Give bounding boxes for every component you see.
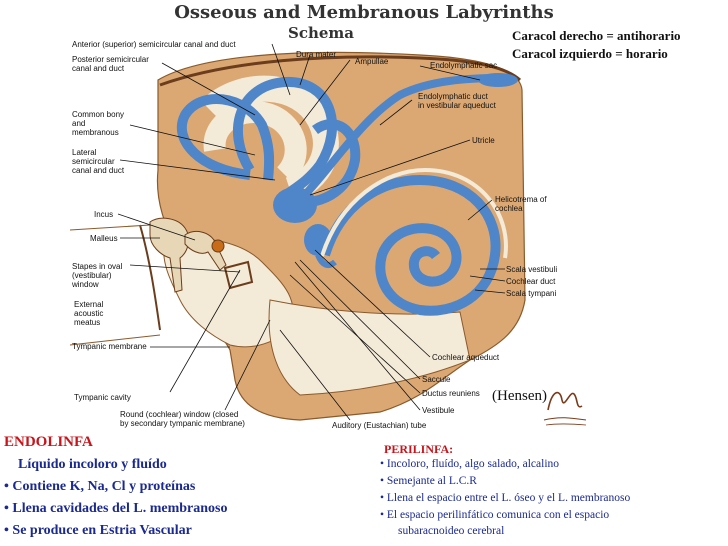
perilinfa-item: • Incoloro, fluído, algo salado, alcalin…: [380, 458, 560, 470]
label-dura-mater: Dura mater: [296, 50, 337, 59]
perilinfa-item: • Llena el espacio entre el L. óseo y el…: [380, 492, 631, 504]
incus-shape: [184, 231, 227, 271]
label-tympanic-cavity: Tympanic cavity: [74, 393, 131, 402]
label-incus: Incus: [94, 210, 114, 219]
perilinfa-title: PERILINFA:: [384, 442, 454, 456]
perilinfa-item: • Semejante al L.C.R: [380, 475, 477, 487]
endolinfa-title: ENDOLINFA: [4, 434, 93, 450]
artist-signature: [543, 391, 587, 426]
cochlear-duct-spiral: [320, 174, 501, 316]
external-meatus-outline: [69, 224, 161, 346]
endolymphatic-duct: [297, 74, 501, 203]
tympanic-cavity-region: [163, 237, 294, 348]
page-title: Osseous and Membranous Labyrinths: [174, 2, 554, 23]
label-auditory-tube: Auditory (Eustachian) tube: [332, 421, 427, 430]
label-hensen: (Hensen): [492, 388, 547, 404]
label-ductus-reuniens: Ductus reuniens: [422, 389, 480, 398]
note-left-cochlea: Caracol izquierdo = horario: [512, 46, 668, 61]
label-scala-vestibuli: Scala vestibuli: [506, 265, 558, 274]
ductus-reuniens: [315, 253, 337, 269]
page-subtitle: Schema: [288, 24, 355, 42]
label-external-meatus: External acoustic meatus: [74, 300, 104, 327]
note-right-cochlea: Caracol derecho = antihorario: [512, 28, 681, 43]
label-scala-tympani: Scala tympani: [506, 289, 557, 298]
bullet: •: [380, 475, 387, 487]
label-endolymphatic-duct: Endolymphatic duct in vestibular aqueduc…: [418, 92, 496, 110]
bullet: •: [380, 458, 387, 470]
endolinfa-item: • Llena cavidades del L. membranoso: [4, 501, 228, 516]
labyrinth-illustration: [69, 43, 526, 421]
label-round-window: Round (cochlear) window (closed by secon…: [120, 410, 245, 428]
label-saccule: Saccule: [422, 375, 451, 384]
label-cochlear-duct: Cochlear duct: [506, 277, 556, 286]
endolinfa-item: • Se produce en Estria Vascular: [4, 523, 192, 538]
perilinfa-item-continuation: subaracnoideo cerebral: [398, 525, 505, 537]
label-anterior-canal: Anterior (superior) semicircular canal a…: [72, 40, 236, 49]
endolymphatic-sac: [478, 73, 518, 87]
label-ampullae: Ampullae: [355, 57, 389, 66]
bullet: •: [380, 492, 387, 504]
tympanic-membrane-line: [139, 224, 161, 331]
endolinfa-item: Líquido incoloro y fluído: [18, 457, 167, 472]
label-lateral-canal: Lateral semicircular canal and duct: [72, 148, 125, 175]
label-vestibule: Vestibule: [422, 406, 455, 415]
stapes-shape: [223, 260, 254, 290]
label-cochlear-aqueduct: Cochlear aqueduct: [432, 353, 500, 362]
utricle-shape: [273, 187, 317, 223]
perilinfa-item: • El espacio perilinfático comunica con …: [380, 509, 610, 521]
label-tympanic-membrane: Tympanic membrane: [72, 342, 147, 351]
label-helicotrema: Helicotrema of cochlea: [495, 195, 547, 213]
anterior-semicircular-duct: [232, 76, 338, 204]
malleus-shape: [149, 217, 190, 293]
label-malleus: Malleus: [90, 234, 118, 243]
label-endolymphatic-sac: Endolymphatic sac: [430, 61, 498, 70]
endolinfa-item: • Contiene K, Na, Cl y proteínas: [4, 479, 196, 494]
bullet: •: [380, 509, 387, 521]
dura-mater-band: [159, 55, 522, 87]
label-posterior-canal: Posterior semicircular canal and duct: [72, 55, 149, 73]
leader-lines: [117, 43, 506, 421]
posterior-semicircular-duct: [176, 94, 275, 181]
round-window-dot: [211, 239, 225, 253]
label-stapes: Stapes in oval (vestibular) window: [72, 262, 123, 289]
label-common-bony: Common bony and membranous: [72, 110, 125, 137]
label-utricle: Utricle: [472, 136, 495, 145]
